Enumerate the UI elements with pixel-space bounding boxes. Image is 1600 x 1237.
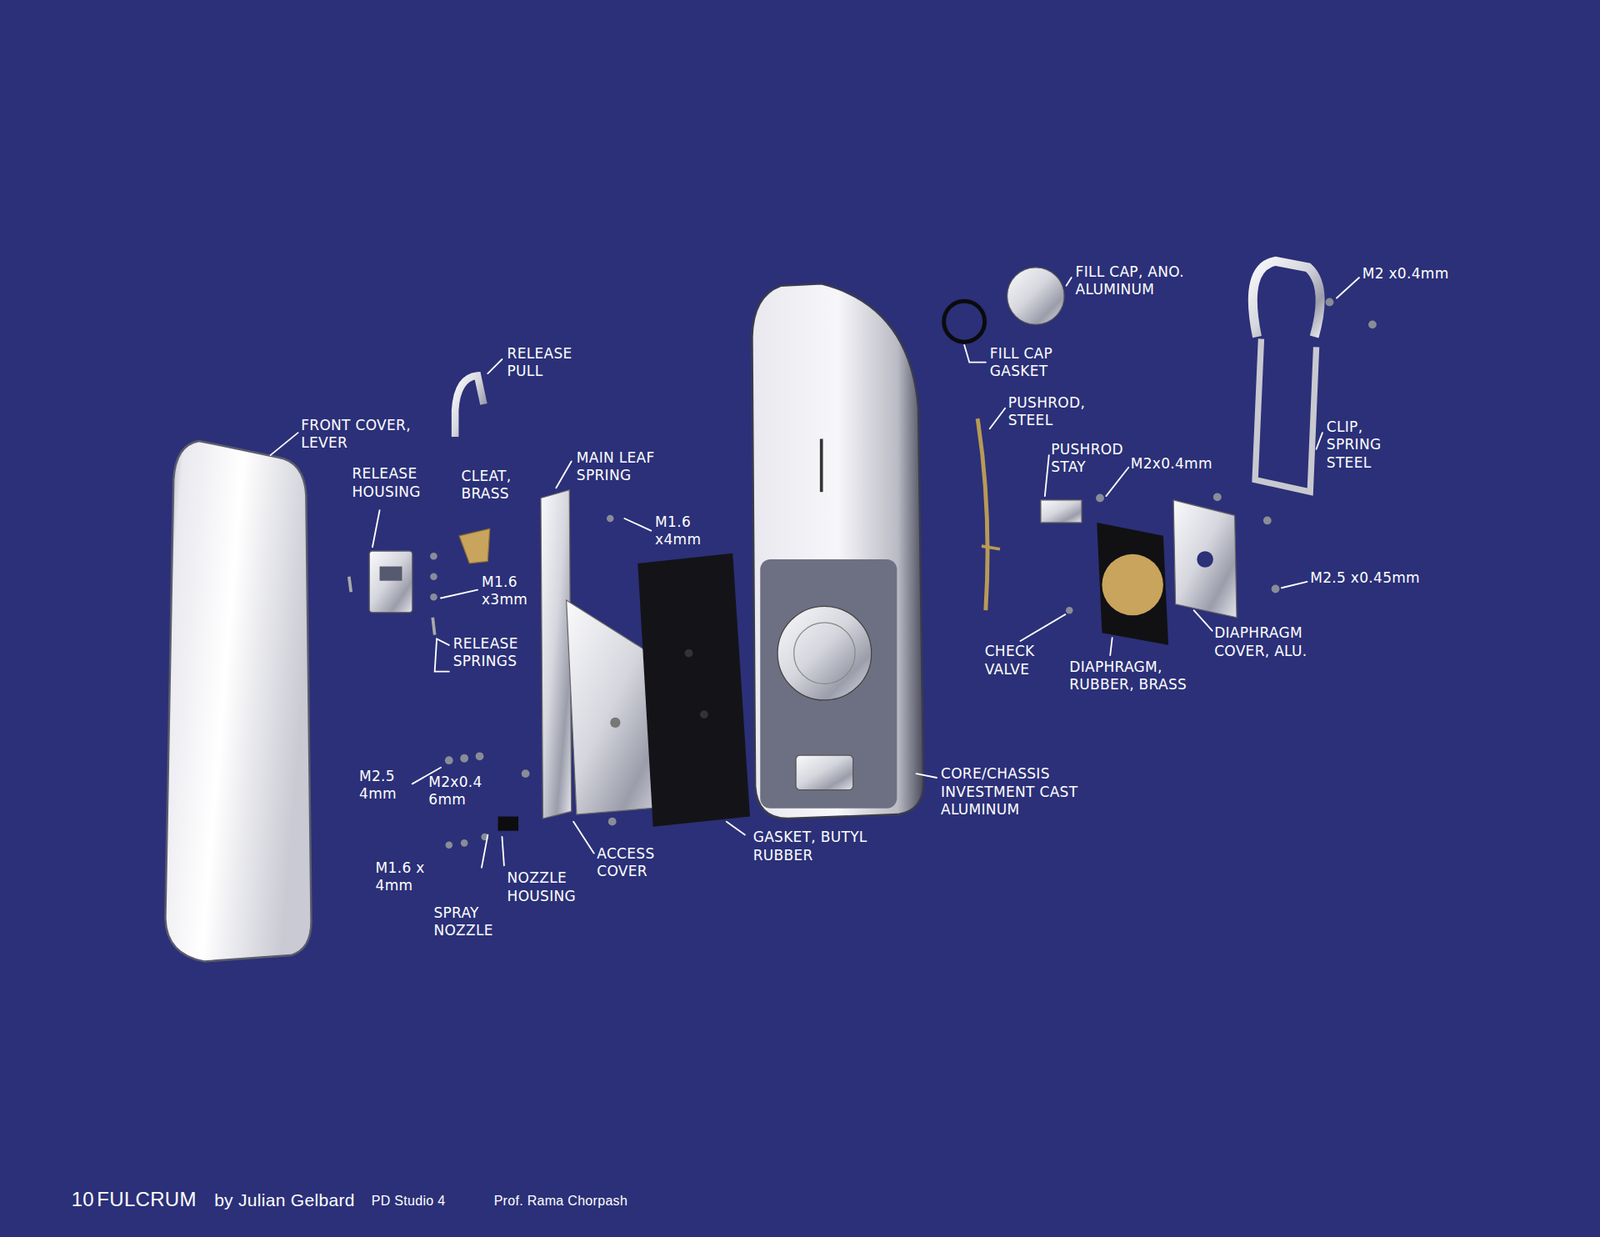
main-leaf-spring [540,490,572,819]
part-label: RELEASE HOUSING [351,465,435,501]
chassis-cavity [760,559,897,809]
footer-text: FULCRUM [96,1189,196,1210]
footer-text: by Julian Gelbard [214,1190,355,1209]
release-pull [455,375,484,437]
pump-chamber [777,605,872,700]
gasket-hole [685,649,694,658]
leader-lines [270,277,1360,868]
pushrod-stay [1040,500,1082,523]
pushrod [977,418,988,610]
fill-cap [1007,267,1065,325]
part-label: CORE/CHASSIS INVESTMENT CAST ALUMINUM [940,765,1112,819]
part-label: M2.5 4mm [359,767,408,804]
fill-cap-gasket [944,300,985,342]
cleat [459,528,490,564]
cavity-detail [795,755,854,790]
nozzle-housing [498,816,519,831]
part-label: RELEASE SPRINGS [453,635,537,671]
release-housing [369,550,412,612]
footer-text: PD Studio 4 [371,1194,446,1208]
screws [430,298,1377,850]
clip-frame [1255,339,1316,493]
part-label: SPRAY NOZZLE [433,904,507,940]
release-housing-slot [380,566,403,581]
diaphragm-cover [1173,500,1237,618]
part-label: NOZZLE HOUSING [507,869,590,905]
front-cover [165,440,311,961]
part-label: FRONT COVER, LEVER [300,416,426,453]
diaphragm [1096,522,1169,645]
slot [820,439,824,493]
part-label: CHECK VALVE [985,642,1054,679]
clip [1252,260,1320,337]
part-label: M1.6 x4mm [655,513,707,550]
part-label: CLEAT, BRASS [460,467,528,504]
part-label: ACCESS COVER [596,845,674,881]
core-chassis [751,283,924,819]
part-label: MAIN LEAF SPRING [576,449,681,485]
part-label: GASKET, BUTYL RUBBER [753,828,879,865]
part-label: PUSHROD STAY [1050,440,1135,477]
release-spring [349,576,351,592]
part-label: RELEASE PULL [507,345,591,381]
release-spring [432,617,435,635]
part-label: FILL CAP GASKET [990,345,1082,381]
pushrod-tip [981,545,1000,550]
part-label: FILL CAP, ANO. ALUMINUM [1075,263,1218,300]
screw [610,717,620,728]
gasket [637,553,750,827]
diaphragm-cover-hole [1196,550,1214,568]
part-label: DIAPHRAGM COVER, ALU. [1214,624,1352,660]
part-label: CLIP, SPRING STEEL [1326,418,1395,472]
pump-chamber-ring [794,622,855,684]
part-label: M1.6 x 4mm [375,859,428,895]
footer-text: 10 [71,1189,95,1210]
gasket-hole [700,710,709,719]
part-label: M2x0.4 6mm [428,773,497,810]
part-label: M1.6 x3mm [481,573,534,610]
diaphragm-brass [1101,554,1163,615]
part-label: M2.5 x0.45mm [1310,569,1420,587]
part-label: M2 x0.4mm [1362,265,1450,283]
part-label: M2x0.4mm [1130,455,1213,473]
part-label: PUSHROD, STEEL [1008,394,1102,430]
footer-text: Prof. Rama Chorpash [494,1194,628,1208]
part-label: DIAPHRAGM, RUBBER, BRASS [1069,658,1207,695]
